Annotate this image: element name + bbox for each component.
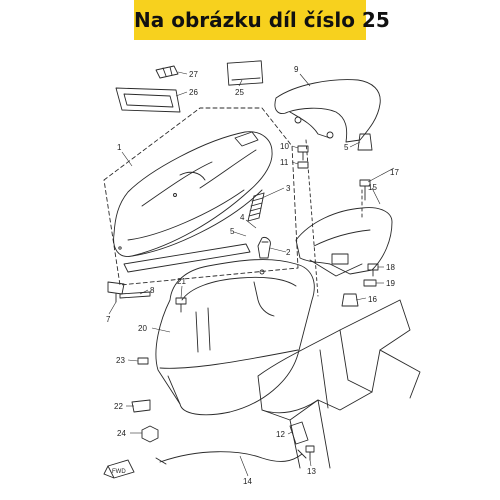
part-label-3: 3 [286,184,291,193]
seat-assembly-boundary [103,107,299,286]
part-label-17: 17 [390,168,399,177]
rear-carrier [295,207,393,275]
clamp-22 [131,399,151,413]
forward-label: FWD [112,469,126,475]
storage-bin [155,259,315,416]
lock-bracket [289,421,309,445]
bushing-16 [341,293,359,307]
part-label-7: 7 [106,315,111,324]
part-label-8: 8 [150,286,155,295]
part-label-12: 12 [276,430,285,439]
bolt-10 [297,145,309,161]
bolt-11 [297,161,309,169]
part-label-19: 19 [386,279,395,288]
bolt-21 [175,297,187,313]
title-banner: Na obrázku díl číslo 25 [134,0,390,40]
part-label-13: 13 [307,467,316,476]
part-label-22: 22 [114,402,123,411]
seat [113,131,273,257]
owners-manual [226,60,264,86]
part-label-20: 20 [138,324,147,333]
part-label-2: 2 [286,248,291,257]
clip [155,65,179,79]
bolt-23 [137,357,149,365]
part-label-5b: 5 [344,143,349,152]
seat-lock [257,237,271,259]
bolt-18 [367,263,379,277]
seat-hinge-strip [123,243,251,273]
forward-direction-marker: FWD [103,459,135,479]
part-label-15: 15 [368,183,377,192]
part-label-25: 25 [235,88,244,97]
hinge-bracket [107,281,125,303]
hinge-pin [119,291,151,299]
part-label-26: 26 [189,88,198,97]
tray-cover [115,87,181,113]
rubber-bushing [357,133,373,151]
part-label-4: 4 [240,213,245,222]
part-label-1: 1 [117,143,122,152]
grab-bar-cover [274,79,381,143]
part-label-24: 24 [117,429,126,438]
part-label-9: 9 [294,65,299,74]
part-label-11: 11 [280,158,289,167]
part-label-10: 10 [280,142,289,151]
part-label-23: 23 [116,356,125,365]
bolt-17 [359,179,371,201]
nut-24 [141,425,159,443]
part-label-14: 14 [243,477,252,486]
page-title: Na obrázku díl číslo 25 [134,8,390,32]
part-label-27: 27 [189,70,198,79]
seat-lock-cable [159,451,303,463]
part-label-16: 16 [368,295,377,304]
part-label-18: 18 [386,263,395,272]
damper-spring [247,192,265,222]
part-label-21: 21 [177,277,186,286]
washer-19 [363,279,377,287]
bolt-13 [305,445,315,461]
frame [257,299,411,421]
part-label-5: 5 [230,227,235,236]
